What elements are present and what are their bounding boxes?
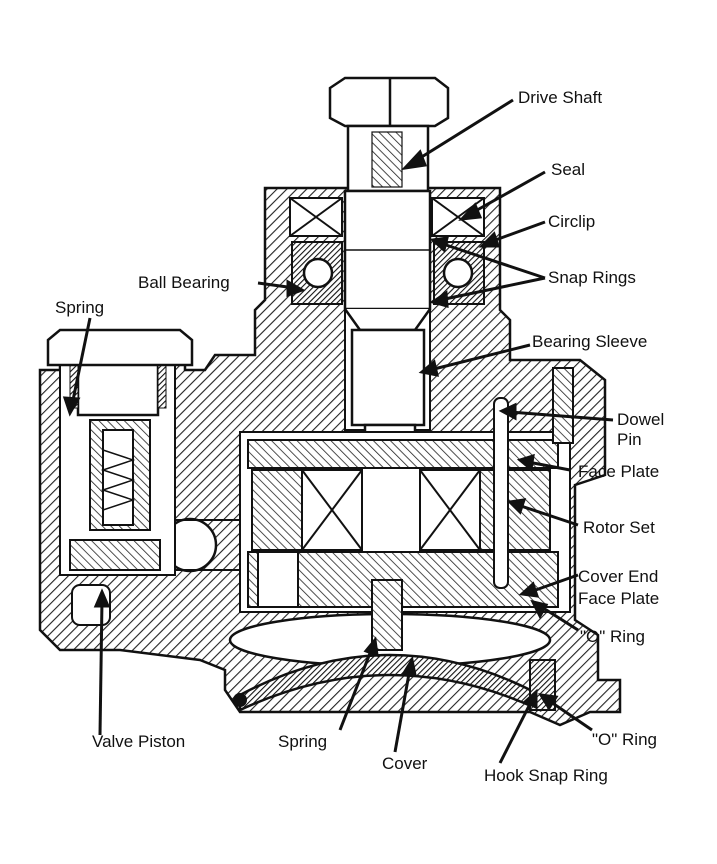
dowel-pin [493, 397, 509, 589]
seal-left [289, 197, 343, 237]
o-ring-left [233, 693, 247, 707]
label-circlip: Circlip [548, 212, 596, 231]
label-ball-bearing: Ball Bearing [138, 273, 230, 292]
label-drive-shaft: Drive Shaft [518, 88, 603, 107]
rotor-set [251, 469, 551, 551]
side-block [257, 551, 299, 608]
leader-lines [62, 98, 614, 764]
label-o-ring-bottom: "O" Ring [592, 730, 657, 749]
face-plate [247, 439, 559, 469]
cover-spring [371, 579, 403, 651]
label-o-ring-right: "O" Ring [580, 627, 645, 646]
ball-bearing-left [291, 241, 343, 305]
label-seal: Seal [551, 160, 586, 179]
label-spring-bottom: Spring [278, 732, 328, 751]
label-hook-snap-ring: Hook Snap Ring [484, 766, 608, 785]
label-bearing-sleeve: Bearing Sleeve [532, 332, 648, 351]
label-cover-end-face-plate: Face Plate [578, 589, 660, 608]
right-pin [552, 367, 574, 444]
label-cover: Cover [382, 754, 428, 773]
label-face-plate: Face Plate [578, 462, 660, 481]
label-dowel: Dowel [617, 410, 665, 429]
label-spring-top: Spring [55, 298, 105, 317]
valve-cap [46, 328, 194, 367]
label-cover-end: Cover End [578, 567, 659, 586]
label-valve-piston: Valve Piston [92, 732, 186, 751]
label-rotor-set: Rotor Set [583, 518, 655, 537]
label-snap-rings: Snap Rings [548, 268, 636, 287]
label-pin: Pin [617, 430, 642, 449]
